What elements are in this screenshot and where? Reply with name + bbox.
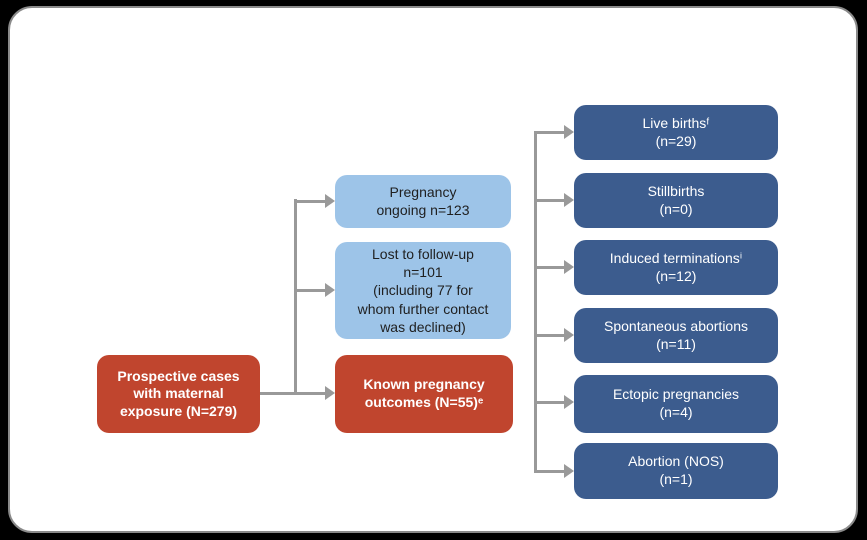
arrow-right-icon: [325, 386, 335, 400]
known-pregnancy-outcomes-box: Known pregnancy outcomes (N=55)ᵉ: [335, 355, 513, 433]
stillbirths-box: Stillbirths (n=0): [574, 173, 778, 228]
connector-hline: [534, 199, 564, 202]
arrow-right-icon: [564, 464, 574, 478]
abortion-nos-box: Abortion (NOS) (n=1): [574, 443, 778, 499]
arrow-right-icon: [564, 328, 574, 342]
pregnancy-ongoing-box: Pregnancy ongoing n=123: [335, 175, 511, 228]
connector-hline: [260, 392, 326, 395]
ectopic-pregnancies-box: Ectopic pregnancies (n=4): [574, 375, 778, 433]
connector-hline: [294, 200, 326, 203]
spontaneous-abortions-box: Spontaneous abortions (n=11): [574, 308, 778, 363]
arrow-right-icon: [325, 283, 335, 297]
connector-hline: [534, 266, 564, 269]
connector-hline: [534, 334, 564, 337]
connector-hline: [534, 401, 564, 404]
arrow-right-icon: [564, 193, 574, 207]
connector-hline: [294, 289, 326, 292]
connector-hline: [534, 131, 564, 134]
live-births-box: Live birthsᶠ (n=29): [574, 105, 778, 160]
connector-hline: [534, 470, 564, 473]
induced-terminations-box: Induced terminationsⁱ (n=12): [574, 240, 778, 295]
arrow-right-icon: [325, 194, 335, 208]
lost-to-follow-up-box: Lost to follow-up n=101 (including 77 fo…: [335, 242, 511, 339]
connector-vline: [294, 199, 297, 395]
arrow-right-icon: [564, 125, 574, 139]
arrow-right-icon: [564, 260, 574, 274]
figure-panel: Prospective cases with maternal exposure…: [8, 6, 858, 533]
prospective-cases-box: Prospective cases with maternal exposure…: [97, 355, 260, 433]
connector-vline: [534, 131, 537, 473]
arrow-right-icon: [564, 395, 574, 409]
